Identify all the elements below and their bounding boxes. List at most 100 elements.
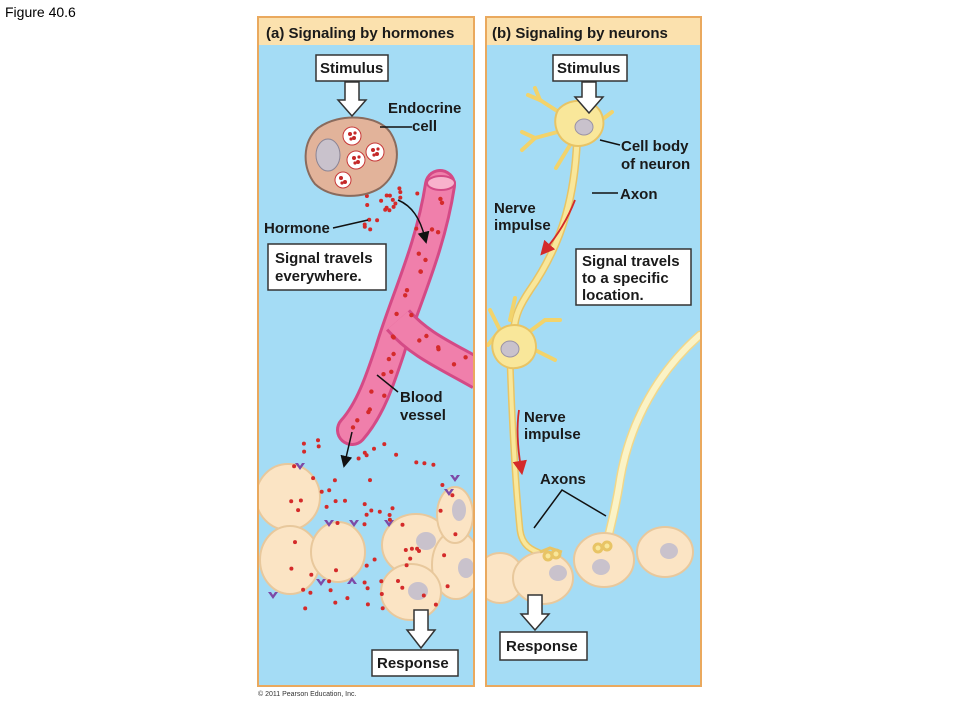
response-box-b <box>499 631 588 661</box>
nerve-impulse-2-line-2: impulse <box>524 426 581 443</box>
exit-arrow <box>340 431 353 468</box>
hormone-dot <box>386 356 392 362</box>
hormone-dot <box>403 293 408 298</box>
response-label-b: Response <box>506 638 578 655</box>
response-box-a <box>371 649 459 677</box>
hormone-dot <box>345 596 350 601</box>
hormone-dot <box>416 251 421 256</box>
hormone-dot <box>365 602 370 607</box>
response-arrow-b <box>519 594 551 632</box>
stimulus-box-b <box>552 54 628 82</box>
hormone-dot <box>319 489 324 494</box>
target-cells-a <box>259 463 473 621</box>
hormone-dot <box>350 425 356 430</box>
hormone-dot <box>422 461 427 466</box>
hormone-dot <box>387 517 392 522</box>
hormone-dot <box>289 499 294 504</box>
hormone-dot <box>382 442 387 447</box>
copyright: © 2011 Pearson Education, Inc. <box>258 691 357 698</box>
hormone-dot <box>436 345 441 350</box>
stimulus-label-b: Stimulus <box>557 60 620 77</box>
hormone-dot <box>301 441 306 446</box>
response-arrow-a <box>405 609 437 650</box>
hormone-dot <box>417 338 422 343</box>
hormone-dot <box>356 456 361 461</box>
hormone-dot <box>415 191 420 196</box>
hormone-dot <box>414 460 419 465</box>
hormone-dot <box>379 592 384 596</box>
hormone-dot <box>372 446 376 451</box>
hormone-dot <box>343 498 347 503</box>
hormone-dot <box>387 513 392 517</box>
hormone-dot <box>415 546 420 551</box>
hormone-dot <box>400 585 405 590</box>
hormone-dot <box>387 208 392 213</box>
hormone-dot <box>365 586 370 591</box>
hormone-dot <box>438 196 443 202</box>
hormone-dot <box>302 449 307 454</box>
hormone-dot <box>396 579 400 583</box>
hormone-dot <box>431 462 436 467</box>
hormone-dot <box>333 600 338 605</box>
hormone-dot <box>398 195 403 200</box>
impulse-arrow-2 <box>512 409 527 476</box>
hormone-dot <box>384 193 389 198</box>
stimulus-label-a: Stimulus <box>320 60 383 77</box>
hormone-label: Hormone <box>264 220 330 237</box>
hormone-dot <box>393 201 398 206</box>
hormone-dot <box>409 546 414 551</box>
blood-vessel-label-2: vessel <box>400 407 446 424</box>
hormone-dot <box>332 478 337 483</box>
hormone-dot <box>377 509 382 514</box>
hormone-dot <box>463 355 468 360</box>
hormone-dot <box>383 207 388 212</box>
hormone-dot <box>382 393 387 398</box>
hormone-dot <box>362 522 367 527</box>
stimulus-arrow-a <box>336 81 368 118</box>
hormone-dot <box>372 557 377 562</box>
response-label-a: Response <box>377 655 449 672</box>
hormone-dot <box>421 593 426 598</box>
hormone-dot <box>289 566 294 571</box>
hormone-dots-in-vessel <box>350 196 468 430</box>
hormone-dot <box>364 512 369 517</box>
hormone-dot <box>316 438 320 443</box>
hormone-dot <box>429 227 435 232</box>
hormone-dot <box>391 204 396 209</box>
hormone-dot <box>293 540 297 545</box>
hormone-dot <box>362 450 367 455</box>
nerve-impulse-1-line-2: impulse <box>494 217 551 234</box>
signal-box-a <box>267 243 387 291</box>
impulse-arrow-1 <box>540 199 576 256</box>
hormone-dot <box>403 548 408 552</box>
axons-label: Axons <box>540 471 586 488</box>
hormone-dot <box>292 464 297 469</box>
hormone-dot <box>366 409 371 415</box>
hormone-dot <box>327 488 332 493</box>
hormone-dot <box>439 200 445 205</box>
hormone-dot <box>367 217 372 222</box>
panel-b-header <box>487 18 700 45</box>
hormone-dot <box>381 372 386 377</box>
stimulus-arrow-b <box>573 81 605 115</box>
hormone-dot <box>368 478 372 483</box>
panel-b: (b) Signaling by neurons <box>485 16 702 687</box>
cell-body-label-2: of neuron <box>621 156 690 173</box>
hormone-dot <box>400 522 405 527</box>
hormone-dot <box>334 568 338 573</box>
hormone-dot <box>369 508 374 513</box>
hormone-dot <box>296 508 301 513</box>
neuron-upper <box>510 86 614 334</box>
signal-box-b <box>575 248 692 306</box>
hormone-dot <box>309 572 314 577</box>
hormone-dot <box>301 587 306 592</box>
axon-label: Axon <box>620 186 658 203</box>
hormone-dot <box>362 580 367 585</box>
endocrine-label-1: Endocrine <box>388 100 461 117</box>
hormone-dot <box>390 506 395 511</box>
hormone-dot <box>442 553 447 558</box>
hormone-dot <box>433 602 438 607</box>
endocrine-label-2: cell <box>412 118 437 135</box>
hormone-dot <box>298 498 303 503</box>
